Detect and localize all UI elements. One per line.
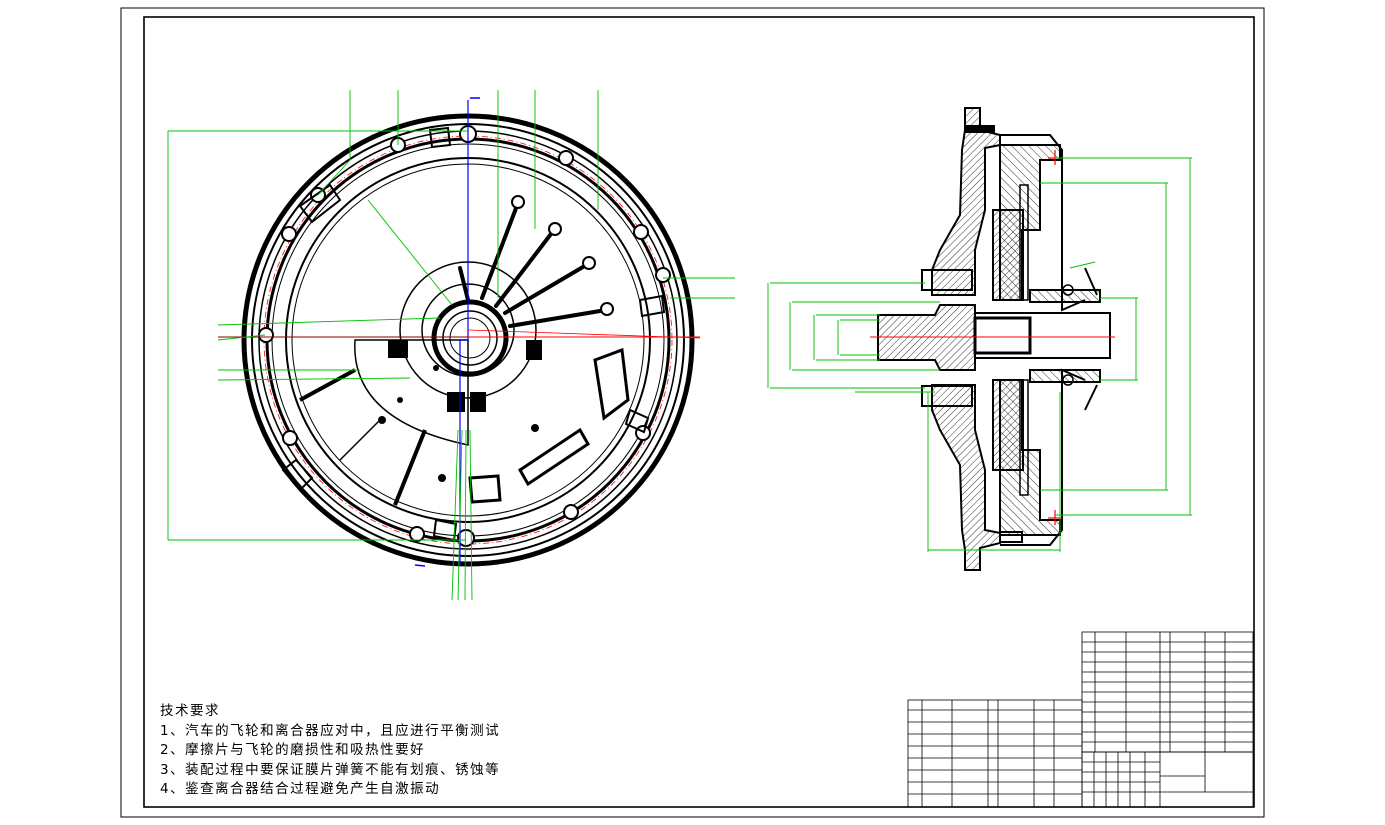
side-section-view xyxy=(767,107,1192,571)
side-view-dimensions xyxy=(767,157,1192,552)
requirement-4: 4、鉴查离合器结合过程避免产生自激振动 xyxy=(160,781,441,797)
requirements-heading: 技术要求 xyxy=(160,703,220,719)
rim-bolt-holes xyxy=(258,125,671,547)
diaphragm-fingers xyxy=(458,195,614,328)
output-shaft xyxy=(974,312,1111,359)
technical-requirements: 技术要求 1、汽车的飞轮和离合器应对中，且应进行平衡测试 2、摩擦片与飞轮的磨损… xyxy=(160,702,500,800)
outer-sheet-border xyxy=(120,7,1265,818)
parts-list-and-title-block xyxy=(907,631,1254,808)
front-view xyxy=(167,90,735,601)
requirement-3: 3、装配过程中要保证膜片弹簧不能有划痕、锈蚀等 xyxy=(160,761,501,778)
requirement-1: 1、汽车的飞轮和离合器应对中，且应进行平衡测试 xyxy=(160,722,501,739)
requirement-2: 2、摩擦片与飞轮的磨损性和吸热性要好 xyxy=(160,742,426,758)
inner-drawing-frame xyxy=(143,16,1255,808)
front-view-dimensions xyxy=(167,90,735,601)
section-cut-line xyxy=(459,100,469,565)
